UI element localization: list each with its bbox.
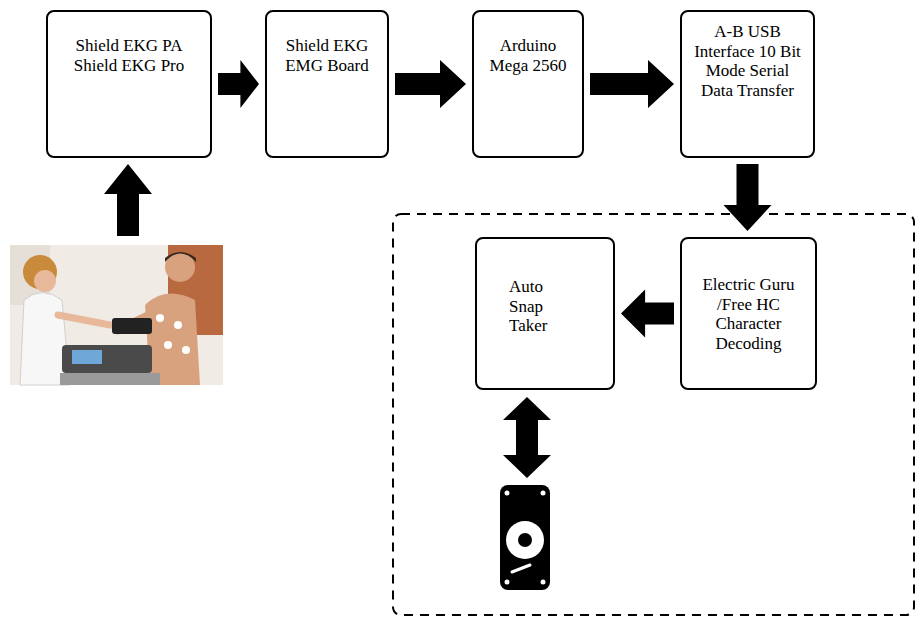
doctor-face	[34, 270, 56, 292]
disk-screw	[541, 580, 546, 585]
patient-hair	[165, 252, 196, 262]
doctor-coat	[20, 293, 70, 386]
patient-torso	[145, 294, 200, 385]
disk-hub	[518, 533, 532, 547]
treadmill-screen	[72, 350, 102, 364]
disk-screw	[541, 491, 546, 496]
electrode	[156, 314, 164, 322]
clinic-photo	[10, 245, 223, 385]
box-label: A-B USB Interface 10 Bit Mode Serial Dat…	[689, 22, 807, 100]
treadmill-console	[62, 345, 152, 373]
box-label: Auto Snap Taker	[509, 277, 561, 336]
input-arrow	[104, 164, 152, 236]
photo-ground	[10, 245, 223, 385]
process-box: Arduino Mega 2560	[472, 10, 584, 158]
disk-icon	[500, 485, 550, 590]
box-label: Shield EKG PA Shield EKG Pro	[64, 36, 194, 75]
box-label: Shield EKG EMG Board	[277, 36, 377, 75]
dashed-region	[393, 214, 914, 615]
box-label: Electric Guru /Free HC Character Decodin…	[693, 275, 805, 353]
disk-screw	[505, 580, 510, 585]
electrode	[182, 346, 190, 354]
flow-arrow	[590, 60, 674, 108]
process-box: Shield EKG EMG Board	[265, 10, 389, 158]
disk-screw	[505, 491, 510, 496]
storage-double-arrow	[503, 397, 551, 478]
treadmill-base	[60, 373, 160, 385]
process-box: A-B USB Interface 10 Bit Mode Serial Dat…	[680, 10, 815, 158]
flow-arrow	[621, 290, 674, 338]
flow-arrow	[395, 60, 466, 108]
flow-arrow	[724, 164, 772, 231]
flow-arrow	[218, 60, 259, 108]
box-label: Arduino Mega 2560	[482, 36, 574, 75]
process-box: Electric Guru /Free HC Character Decodin…	[680, 237, 817, 390]
patient-head	[165, 252, 195, 282]
disk-head	[512, 565, 530, 572]
electrode	[164, 341, 172, 349]
disk-platter	[506, 521, 544, 559]
electrode	[174, 321, 182, 329]
disk-case	[500, 485, 550, 590]
bp-cuff	[112, 318, 152, 334]
process-box: Shield EKG PA Shield EKG Pro	[46, 10, 212, 158]
process-box: Auto Snap Taker	[475, 237, 615, 390]
doctor-arm	[58, 315, 110, 325]
